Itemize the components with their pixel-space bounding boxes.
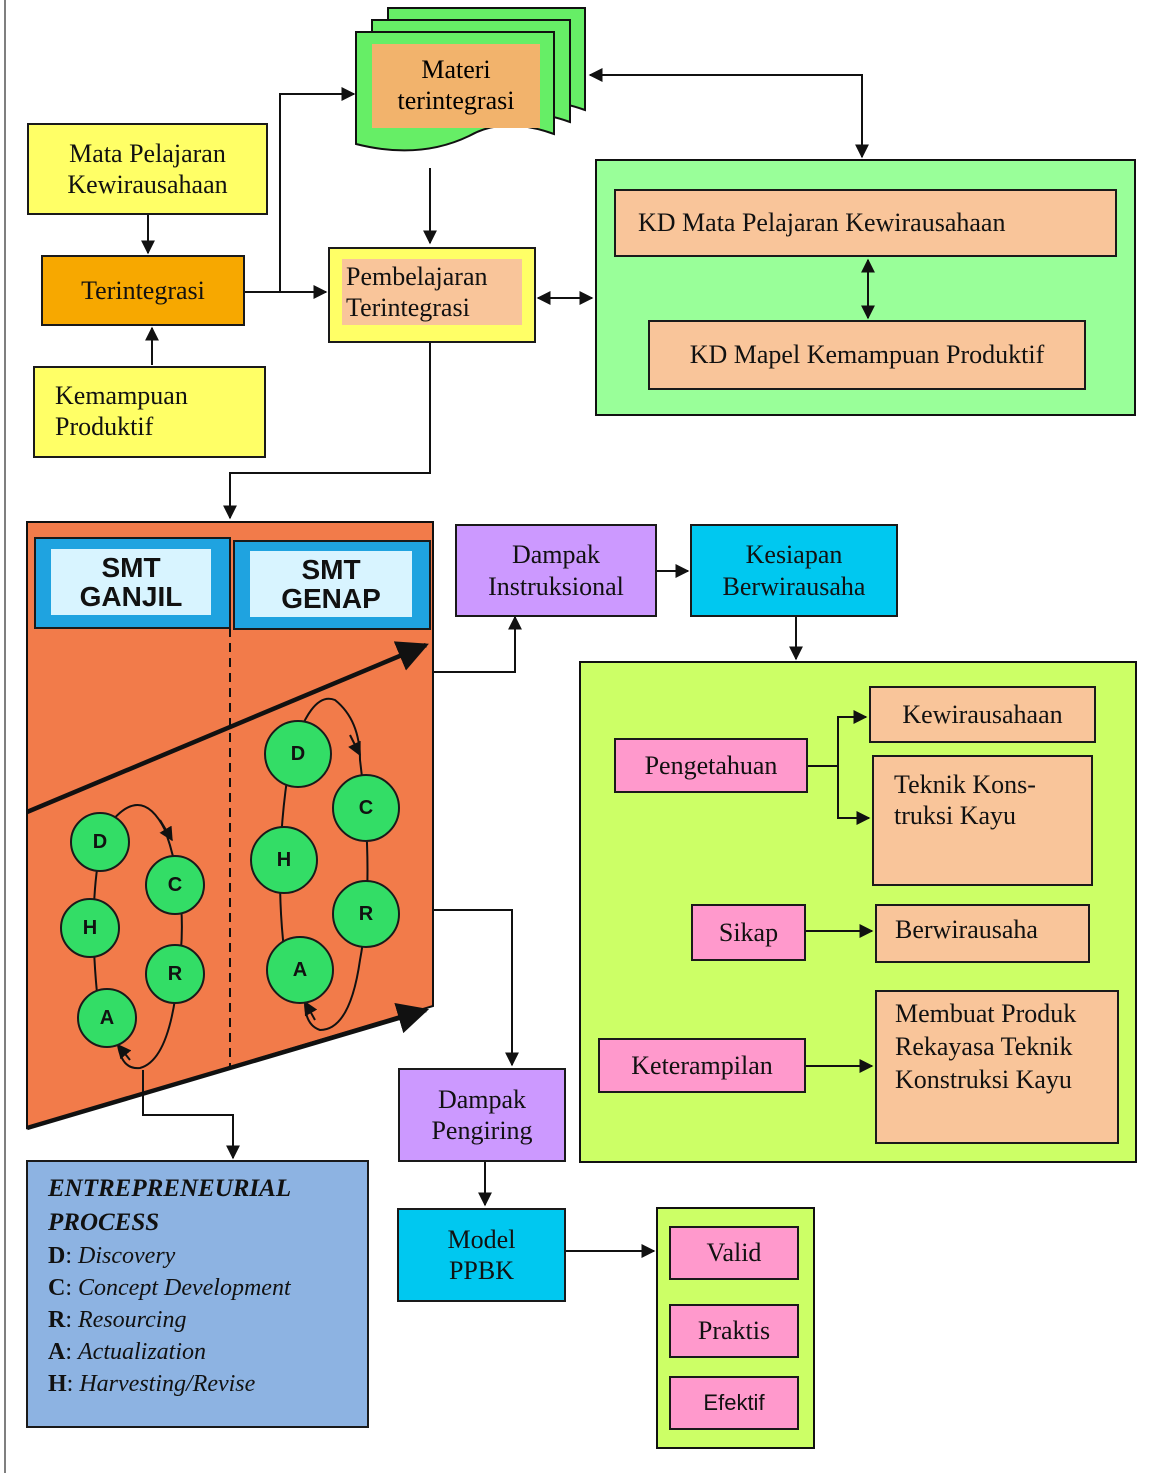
kd-kewirausahaan-box: KD Mata Pelajaran Kewirausahaan bbox=[614, 189, 1117, 257]
legend-item-d: D: Discovery bbox=[48, 1243, 176, 1269]
materi-terintegrasi-label: Materi terintegrasi bbox=[397, 54, 515, 115]
legend-key-r: R bbox=[48, 1307, 66, 1333]
cycle-loop-genap-arrow1 bbox=[348, 734, 361, 757]
smt-ganjil-label: SMT GANJIL bbox=[51, 549, 211, 615]
legend-text-h: Harvesting/Revise bbox=[79, 1371, 256, 1397]
cycle-genap-d: D bbox=[264, 720, 332, 788]
cycle-loop-genap bbox=[279, 697, 369, 1032]
kewirausahaan-box: Kewirausahaan bbox=[869, 686, 1096, 743]
pembelajaran-terintegrasi-label: Pembelajaran Terintegrasi bbox=[342, 259, 522, 326]
berwirausaha-box: Berwirausaha bbox=[875, 904, 1090, 963]
efektif-box: Efektif bbox=[669, 1376, 799, 1430]
dampak-instruksional-box: Dampak Instruksional bbox=[455, 524, 657, 617]
legend-key-d: D bbox=[48, 1243, 66, 1269]
growth-arrow-upper bbox=[26, 641, 429, 815]
arrow-panel-pengiring bbox=[433, 909, 519, 1067]
mapel-kewirausahaan-box: Mata Pelajaran Kewirausahaan bbox=[27, 123, 268, 215]
legend-text-c: Concept Development bbox=[78, 1275, 291, 1301]
kesiapan-berwirausaha-box: Kesiapan Berwirausaha bbox=[690, 524, 898, 617]
kd-produktif-box: KD Mapel Kemampuan Produktif bbox=[648, 320, 1086, 390]
legend-item-a: A: Actualization bbox=[48, 1339, 207, 1365]
teknik-konstruksi-box: Teknik Kons-truksi Kayu bbox=[872, 755, 1093, 886]
cycle-genap-h: H bbox=[250, 826, 318, 894]
growth-arrow-lower bbox=[26, 1002, 430, 1131]
legend-title: ENTREPRENEURIAL PROCESS bbox=[48, 1175, 291, 1236]
legend-item-h: H: Harvesting/Revise bbox=[48, 1371, 256, 1397]
cycle-ganjil-h: H bbox=[60, 898, 120, 958]
sikap-box: Sikap bbox=[691, 904, 806, 961]
arrow-pembelajaran-semester bbox=[223, 343, 431, 520]
cycle-genap-a: A bbox=[266, 936, 334, 1004]
cycle-loop-ganjil-arrow2 bbox=[117, 1043, 132, 1061]
cycle-genap-r: R bbox=[332, 880, 400, 948]
pengetahuan-box: Pengetahuan bbox=[614, 738, 808, 793]
valid-box: Valid bbox=[669, 1226, 799, 1280]
entrepreneurial-process-legend: ENTREPRENEURIAL PROCESS D: Discovery C: … bbox=[26, 1160, 369, 1428]
arrow-panel-legend bbox=[142, 1070, 240, 1160]
materi-document-stack bbox=[355, 7, 586, 152]
terintegrasi-box: Terintegrasi bbox=[41, 255, 245, 326]
legend-text-d: Discovery bbox=[78, 1243, 176, 1269]
praktis-box: Praktis bbox=[669, 1304, 799, 1358]
legend-item-c: C: Concept Development bbox=[48, 1275, 291, 1301]
pembelajaran-terintegrasi-box: Pembelajaran Terintegrasi bbox=[328, 247, 536, 343]
smt-genap-label: SMT GENAP bbox=[250, 551, 412, 617]
cycle-ganjil-d: D bbox=[70, 812, 130, 872]
smt-ganjil-header: SMT GANJIL bbox=[34, 537, 231, 629]
arrow-materi-kd bbox=[588, 68, 869, 159]
cycle-loop-genap-arrow2 bbox=[304, 1000, 318, 1021]
legend-text-a: Actualization bbox=[78, 1339, 207, 1365]
cycle-ganjil-a: A bbox=[77, 988, 137, 1048]
model-ppbk-box: Model PPBK bbox=[397, 1208, 566, 1302]
legend-key-h: H bbox=[48, 1371, 67, 1397]
legend-text-r: Resourcing bbox=[78, 1307, 187, 1333]
keterampilan-box: Keterampilan bbox=[598, 1038, 806, 1093]
kemampuan-produktif-box: Kemampuan Produktif bbox=[33, 366, 266, 458]
membuat-produk-box: Membuat Produk Rekayasa Teknik Konstruks… bbox=[875, 990, 1119, 1144]
cycle-loop-ganjil-arrow1 bbox=[159, 819, 173, 842]
arrow-pengetahuan-teknik bbox=[837, 766, 871, 825]
arrow-pengetahuan-kewirausahaan bbox=[808, 710, 868, 767]
cycle-ganjil-r: R bbox=[145, 944, 205, 1004]
dampak-pengiring-box: Dampak Pengiring bbox=[398, 1068, 566, 1162]
arrow-panel-instruksional bbox=[433, 615, 522, 673]
cycle-ganjil-c: C bbox=[145, 855, 205, 915]
legend-key-a: A bbox=[48, 1339, 66, 1365]
smt-genap-header: SMT GENAP bbox=[233, 540, 431, 630]
legend-item-r: R: Resourcing bbox=[48, 1307, 187, 1333]
cycle-genap-c: C bbox=[332, 774, 400, 842]
arrow-terintegrasi-materi bbox=[245, 87, 356, 293]
legend-key-c: C bbox=[48, 1275, 66, 1301]
